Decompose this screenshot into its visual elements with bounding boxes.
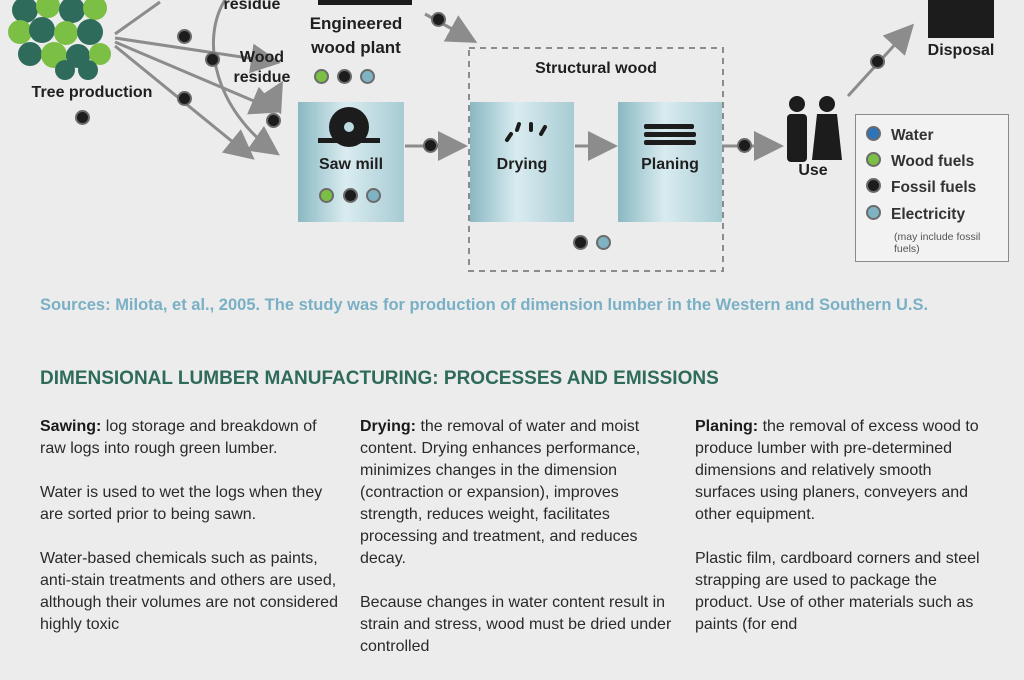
legend-note: (may include fossil fuels) — [894, 231, 981, 255]
wood-residue-label: Wood residue — [230, 48, 294, 88]
column-term: Drying: — [360, 418, 416, 435]
section-heading: DIMENSIONAL LUMBER MANUFACTURING: PROCES… — [40, 368, 719, 389]
fossil-fuel-dot — [870, 54, 885, 69]
column-text: Because changes in water content result … — [360, 594, 672, 655]
lumber-stack-icon — [644, 124, 696, 145]
engineered-line2: wood plant — [311, 38, 401, 57]
legend-label: Electricity — [891, 206, 966, 223]
legend-item-wood-fuels: Wood fuels — [866, 152, 975, 171]
fossil-fuel-dot — [343, 188, 358, 203]
fossil-fuel-dot — [737, 138, 752, 153]
structural-wood-label: Structural wood — [535, 60, 657, 77]
wood-fuel-dot — [314, 69, 329, 84]
legend: Water Wood fuels Fossil fuels Electricit… — [855, 114, 1009, 262]
fossil-fuel-dot — [573, 235, 588, 250]
tree-production-label: Tree production — [31, 84, 153, 101]
fossil-fuel-dot-icon — [866, 178, 881, 194]
saw-mill-label: Saw mill — [318, 156, 384, 173]
column-text: the removal of excess wood to produce lu… — [695, 418, 979, 523]
engineered-wood-plant-label: Engineered wood plant — [300, 12, 412, 60]
fossil-fuel-dot — [177, 91, 192, 106]
legend-label: Fossil fuels — [891, 179, 977, 196]
column-term: Sawing: — [40, 418, 102, 435]
legend-label: Wood fuels — [891, 153, 975, 170]
fossil-fuel-dot — [205, 52, 220, 67]
sources-text: Sources: Milota, et al., 2005. The study… — [40, 296, 929, 314]
fossil-fuel-dot — [337, 69, 352, 84]
water-dot-icon — [866, 126, 881, 142]
factory-icon — [928, 0, 994, 38]
column-sawing: Sawing: log storage and breakdown of raw… — [40, 416, 345, 658]
engineered-line1: Engineered — [309, 14, 403, 33]
column-text: Plastic film, cardboard corners and stee… — [695, 550, 980, 633]
column-term: Planing: — [695, 418, 759, 435]
legend-item-fossil-fuels: Fossil fuels — [866, 178, 977, 197]
column-text: log storage and breakdown of raw logs in… — [40, 418, 317, 457]
column-drying: Drying: the removal of water and moist c… — [360, 416, 680, 680]
fossil-fuel-dot — [75, 110, 90, 125]
disposal-label: Disposal — [927, 42, 995, 59]
column-text: Water is used to wet the logs when they … — [40, 484, 323, 523]
saw-blade-icon — [318, 107, 380, 147]
drying-icon — [505, 122, 547, 142]
electricity-dot — [366, 188, 381, 203]
column-text: the removal of water and moist content. … — [360, 418, 641, 567]
legend-item-electricity: Electricity — [866, 205, 966, 224]
fossil-fuel-dot — [266, 113, 281, 128]
legend-item-water: Water — [866, 126, 934, 145]
use-label: Use — [798, 162, 828, 179]
electricity-dot — [360, 69, 375, 84]
structural-wood-box — [468, 47, 724, 272]
people-icon — [787, 96, 842, 162]
drying-label: Drying — [496, 156, 548, 173]
tree-cluster-icon — [8, 0, 111, 80]
process-icons-overlay — [318, 107, 696, 147]
electricity-dot-icon — [866, 205, 881, 221]
residue-label: residue — [223, 0, 281, 13]
flow-diagram — [8, 0, 994, 272]
electricity-dot — [596, 235, 611, 250]
wood-residue-line2: residue — [233, 69, 291, 86]
wood-fuel-dot — [319, 188, 334, 203]
fossil-fuel-dot — [423, 138, 438, 153]
fossil-fuel-dot — [177, 29, 192, 44]
engineered-plant-icon — [318, 0, 412, 5]
planing-box — [618, 102, 722, 222]
column-planing: Planing: the removal of excess wood to p… — [695, 416, 995, 658]
column-text: Water-based chemicals such as paints, an… — [40, 550, 338, 633]
fossil-fuel-dot — [431, 12, 446, 27]
legend-label: Water — [891, 127, 934, 144]
drying-box — [470, 102, 574, 222]
wood-residue-line1: Wood — [239, 49, 285, 66]
wood-fuel-dot-icon — [866, 152, 881, 168]
planing-label: Planing — [641, 156, 699, 173]
